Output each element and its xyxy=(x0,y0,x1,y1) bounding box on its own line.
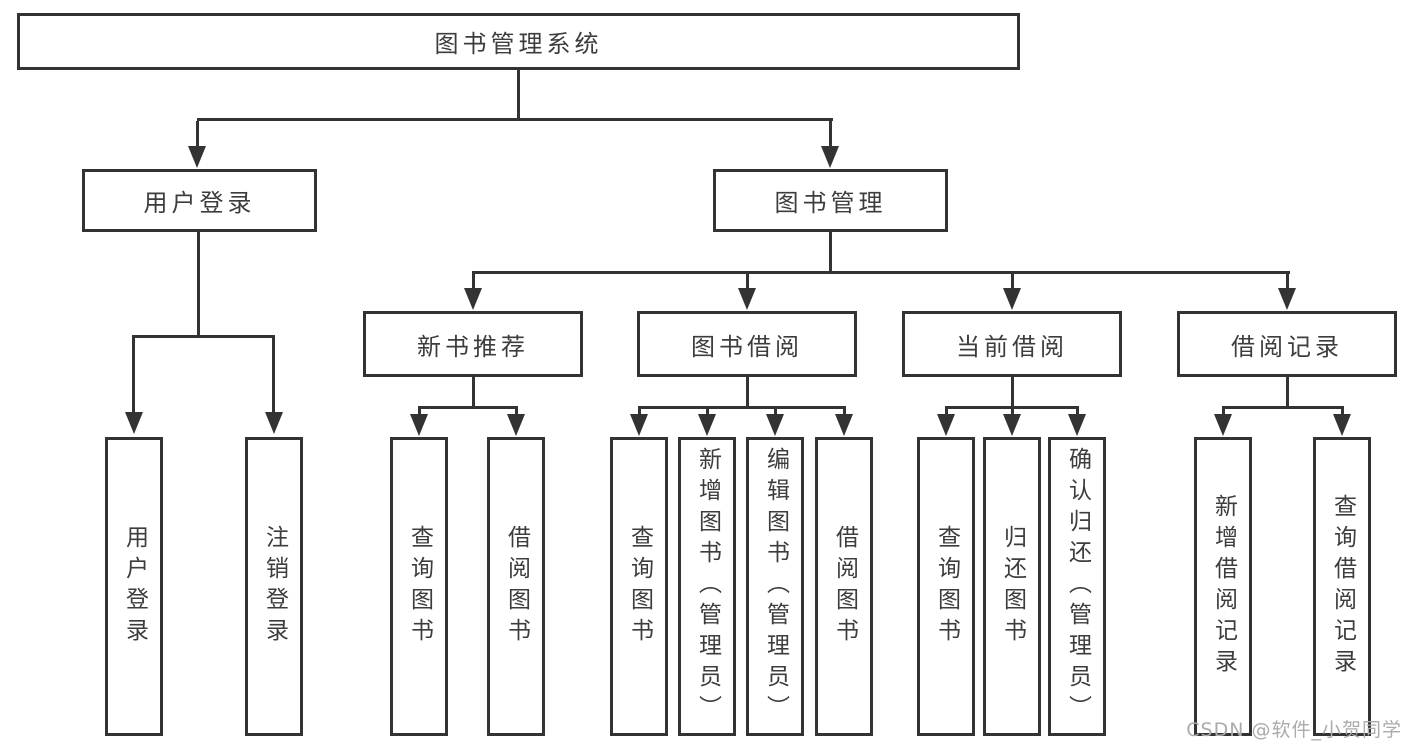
arrowhead-down xyxy=(738,288,756,310)
node-current-borrow-label: 当前借阅 xyxy=(956,332,1068,361)
connector-book-borrow-rail xyxy=(638,406,846,409)
leaf-borrow-borrow-books: 借阅图书 xyxy=(815,437,873,736)
arrowhead-down xyxy=(464,288,482,310)
connector-root-stub xyxy=(517,70,520,118)
arrowhead-down xyxy=(1068,414,1086,436)
connector-level2-rail xyxy=(197,118,833,121)
arrowhead-down xyxy=(835,414,853,436)
node-user-login: 用户登录 xyxy=(82,169,317,232)
connector-shaft xyxy=(418,409,421,416)
leaf-logout-label: 注销登录 xyxy=(261,524,288,649)
node-new-book-recommend: 新书推荐 xyxy=(363,311,583,377)
leaf-user-login: 用户登录 xyxy=(105,437,163,736)
node-book-management-label: 图书管理 xyxy=(774,189,887,217)
connector-shaft xyxy=(1341,409,1344,416)
connector-book-mgmt-stub xyxy=(829,232,832,271)
leaf-borrow-edit-books-admin: 编辑图书（管理员） xyxy=(746,437,804,736)
leaf-borrow-query-books-label: 查询图书 xyxy=(626,524,653,649)
arrowhead-down xyxy=(821,146,839,168)
leaf-newbooks-borrow-books: 借阅图书 xyxy=(487,437,545,736)
connector-shaft xyxy=(472,274,475,290)
connector-borrow-records-stub xyxy=(1286,377,1289,407)
arrowhead-down xyxy=(766,414,784,436)
connector-shaft xyxy=(774,409,777,416)
arrowhead-down xyxy=(507,414,525,436)
node-borrow-records-label: 借阅记录 xyxy=(1231,332,1343,361)
leaf-records-add-record-label: 新增借阅记录 xyxy=(1210,493,1237,680)
connector-shaft xyxy=(132,338,135,414)
connector-shaft xyxy=(1011,274,1014,290)
connector-shaft xyxy=(196,121,199,148)
leaf-records-query-record: 查询借阅记录 xyxy=(1313,437,1371,736)
arrowhead-down xyxy=(265,412,283,434)
leaf-current-return-books: 归还图书 xyxy=(983,437,1041,736)
node-current-borrow: 当前借阅 xyxy=(902,311,1122,377)
arrowhead-down xyxy=(630,414,648,436)
connector-shaft xyxy=(945,409,948,416)
connector-shaft xyxy=(843,409,846,416)
connector-shaft xyxy=(746,274,749,290)
leaf-borrow-add-books-admin-label: 新增图书（管理员） xyxy=(694,447,721,726)
connector-new-books-stub xyxy=(472,377,475,407)
leaf-borrow-query-books: 查询图书 xyxy=(610,437,668,736)
leaf-records-query-record-label: 查询借阅记录 xyxy=(1329,493,1356,680)
leaf-borrow-edit-books-admin-label: 编辑图书（管理员） xyxy=(762,447,789,726)
leaf-user-login-label: 用户登录 xyxy=(121,524,148,649)
node-root-label: 图书管理系统 xyxy=(434,30,603,58)
node-new-book-recommend-label: 新书推荐 xyxy=(417,332,529,361)
connector-shaft xyxy=(1076,409,1079,416)
connector-shaft xyxy=(1011,409,1014,416)
leaf-borrow-add-books-admin: 新增图书（管理员） xyxy=(678,437,736,736)
connector-current-borrow-stub xyxy=(1011,377,1014,407)
leaf-borrow-borrow-books-label: 借阅图书 xyxy=(831,524,858,649)
node-borrow-records: 借阅记录 xyxy=(1177,311,1397,377)
arrowhead-down xyxy=(698,414,716,436)
arrowhead-down xyxy=(188,146,206,168)
leaf-current-confirm-return-admin-label: 确认归还（管理员） xyxy=(1064,447,1091,726)
node-book-management: 图书管理 xyxy=(713,169,948,232)
arrowhead-down xyxy=(410,414,428,436)
connector-shaft xyxy=(706,409,709,416)
leaf-current-return-books-label: 归还图书 xyxy=(999,524,1026,649)
leaf-current-query-books: 查询图书 xyxy=(917,437,975,736)
connector-shaft xyxy=(515,409,518,416)
connector-current-borrow-rail xyxy=(945,406,1079,409)
connector-borrow-records-rail xyxy=(1222,406,1344,409)
connector-user-login-rail xyxy=(132,335,275,338)
connector-user-login-stub xyxy=(197,232,200,335)
connector-new-books-rail xyxy=(418,406,518,409)
arrowhead-down xyxy=(1278,288,1296,310)
connector-level3-rail xyxy=(472,271,1290,274)
leaf-logout: 注销登录 xyxy=(245,437,303,736)
node-book-borrow-label: 图书借阅 xyxy=(691,332,803,361)
leaf-newbooks-query-books: 查询图书 xyxy=(390,437,448,736)
leaf-records-add-record: 新增借阅记录 xyxy=(1194,437,1252,736)
arrowhead-down xyxy=(1333,414,1351,436)
connector-book-borrow-stub xyxy=(746,377,749,407)
node-book-borrow: 图书借阅 xyxy=(637,311,857,377)
leaf-newbooks-borrow-books-label: 借阅图书 xyxy=(503,524,530,649)
connector-shaft xyxy=(1286,274,1289,290)
arrowhead-down xyxy=(1214,414,1232,436)
arrowhead-down xyxy=(1003,288,1021,310)
leaf-current-query-books-label: 查询图书 xyxy=(933,524,960,649)
connector-shaft xyxy=(638,409,641,416)
node-user-login-label: 用户登录 xyxy=(143,189,256,217)
leaf-current-confirm-return-admin: 确认归还（管理员） xyxy=(1048,437,1106,736)
arrowhead-down xyxy=(937,414,955,436)
connector-shaft xyxy=(272,338,275,414)
leaf-newbooks-query-books-label: 查询图书 xyxy=(406,524,433,649)
connector-shaft xyxy=(829,121,832,148)
arrowhead-down xyxy=(1003,414,1021,436)
connector-shaft xyxy=(1222,409,1225,416)
arrowhead-down xyxy=(125,412,143,434)
csdn-watermark: CSDN @软件_小贺同学 xyxy=(1186,719,1402,741)
node-root: 图书管理系统 xyxy=(17,13,1020,70)
